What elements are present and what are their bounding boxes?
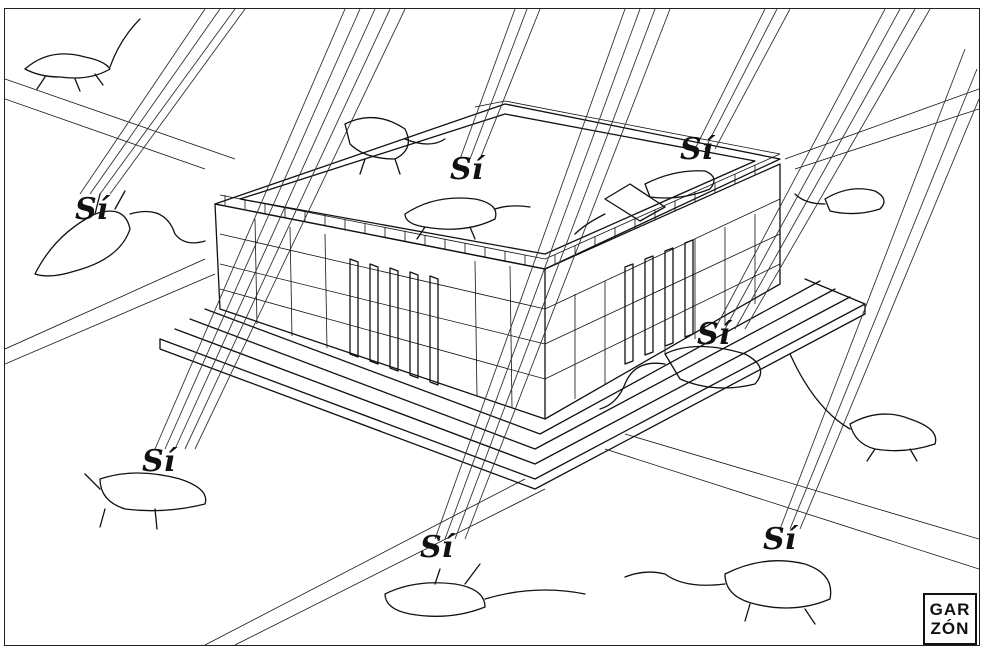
rat-icon [344, 116, 446, 175]
rats [24, 18, 937, 625]
rat-icon [404, 197, 531, 240]
vote-arrow-label: Sí [680, 132, 716, 167]
street-lines [5, 78, 979, 645]
rat-icon [84, 472, 207, 530]
cartoon-frame: Sí Sí Sí Sí Sí Sí Sí [4, 8, 980, 646]
vote-beams [79, 9, 979, 540]
rat-icon [574, 170, 715, 235]
vote-arrows: Sí Sí Sí Sí Sí Sí Sí [75, 132, 799, 565]
rat-icon [384, 563, 586, 617]
vote-arrow-label: Sí [75, 192, 111, 227]
building-icon [159, 100, 866, 490]
rat-icon [789, 353, 937, 462]
rat-icon [34, 190, 206, 277]
signature-line-2: ZÓN [930, 619, 970, 638]
signature-line-1: GAR [929, 600, 971, 619]
artist-signature: GAR ZÓN [923, 593, 977, 645]
vote-arrow-label: Sí [450, 152, 486, 187]
cartoon-illustration: Sí Sí Sí Sí Sí Sí Sí [5, 9, 979, 645]
rat-icon [794, 188, 885, 215]
rat-icon [24, 18, 141, 92]
vote-arrow-label: Sí [420, 530, 456, 565]
rat-icon [624, 560, 832, 625]
vote-arrow-label: Sí [763, 522, 799, 557]
rat-icon [599, 345, 762, 410]
